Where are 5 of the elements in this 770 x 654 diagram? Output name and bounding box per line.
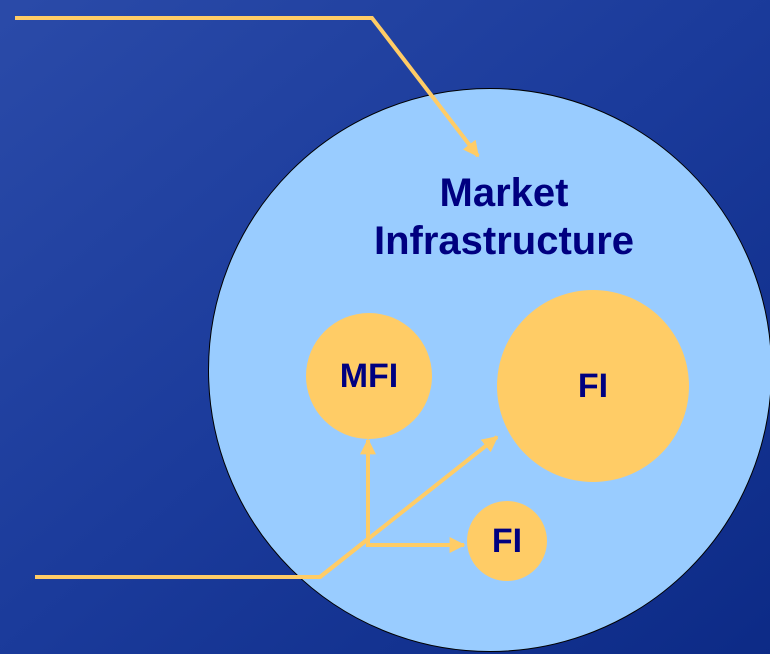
circle-label: Market Infrastructure xyxy=(372,170,636,265)
circle-label: FI xyxy=(492,520,522,562)
circle-label: FI xyxy=(578,366,608,406)
arrow xyxy=(15,16,480,158)
circle-label: MFI xyxy=(340,356,398,396)
